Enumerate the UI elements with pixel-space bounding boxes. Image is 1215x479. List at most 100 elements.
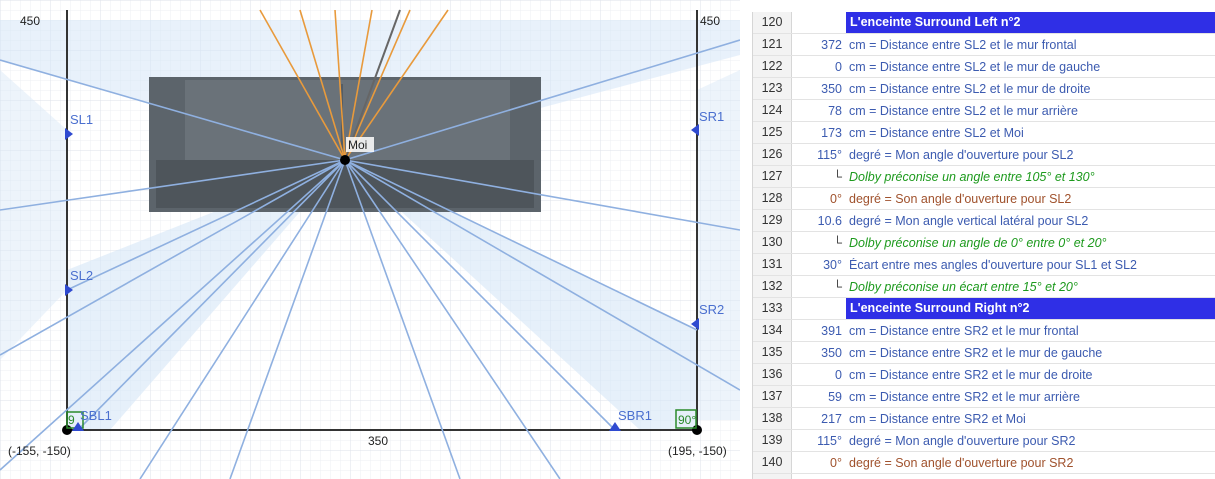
description-cell[interactable]: Dolby préconise un écart entre 15° et 20…: [849, 279, 1078, 294]
sheet-row[interactable]: 126 115° degré = Mon angle d'ouverture pou…: [753, 144, 1215, 166]
description-cell[interactable]: degré = Son angle d'ouverture pour SL2: [849, 191, 1072, 206]
row-number[interactable]: 127: [753, 166, 792, 187]
value-cell[interactable]: 78: [828, 103, 842, 118]
description-cell[interactable]: cm = Distance entre SR2 et le mur fronta…: [849, 323, 1079, 338]
row-number[interactable]: 131: [753, 254, 792, 275]
value-cell[interactable]: 391: [821, 323, 842, 338]
row-number[interactable]: 128: [753, 188, 792, 209]
sheet-row[interactable]: 1418.46degré = Mon angle vertical latéra…: [753, 474, 1215, 479]
row-number[interactable]: 133: [753, 298, 792, 319]
sheet-row[interactable]: 138 217 cm = Distance entre SR2 et Moi: [753, 408, 1215, 430]
value-cell[interactable]: 10.6: [817, 213, 842, 228]
row-number[interactable]: 130: [753, 232, 792, 253]
sheet-row[interactable]: 121 372 cm = Distance entre SL2 et le mur …: [753, 34, 1215, 56]
description-cell[interactable]: cm = Distance entre SL2 et le mur fronta…: [849, 37, 1077, 52]
value-cell[interactable]: 59: [828, 389, 842, 404]
section-title-cell[interactable]: L'enceinte Surround Right n°2: [846, 298, 1215, 319]
value-cell[interactable]: 8.46: [792, 478, 846, 479]
value-cell[interactable]: 115°: [817, 433, 842, 448]
description-cell[interactable]: degré = Mon angle d'ouverture pour SL2: [849, 147, 1074, 162]
description-cell[interactable]: cm = Distance entre SL2 et le mur arrièr…: [849, 103, 1078, 118]
speaker-sbl1-marker[interactable]: [72, 422, 84, 431]
row-number[interactable]: 137: [753, 386, 792, 407]
sheet-row[interactable]: 137 59 cm = Distance entre SR2 et le mur a…: [753, 386, 1215, 408]
description-cell[interactable]: cm = Distance entre SR2 et le mur de gau…: [849, 345, 1103, 360]
row-number[interactable]: 129: [753, 210, 792, 231]
row-number[interactable]: 136: [753, 364, 792, 385]
row-number[interactable]: 123: [753, 78, 792, 99]
angle-left-label: 9: [68, 413, 75, 427]
row-number[interactable]: 125: [753, 122, 792, 143]
value-cell[interactable]: 115°: [817, 147, 842, 162]
description-cell[interactable]: Dolby préconise un angle de 0° entre 0° …: [849, 235, 1107, 250]
geometry-canvas[interactable]: 450 450 350 (-155, -150) (195, -150) Moi…: [0, 0, 740, 479]
value-cell[interactable]: 372: [821, 37, 842, 52]
description-cell[interactable]: cm = Distance entre SR2 et le mur de dro…: [849, 367, 1093, 382]
description-cell[interactable]: degré = Mon angle d'ouverture pour SR2: [849, 433, 1076, 448]
sheet-row[interactable]: 124 78 cm = Distance entre SL2 et le mur a…: [753, 100, 1215, 122]
value-cell[interactable]: 217: [821, 411, 842, 426]
sheet-row[interactable]: 134 391 cm = Distance entre SR2 et le mur …: [753, 320, 1215, 342]
speaker-sr1-marker[interactable]: [691, 124, 699, 136]
row-number[interactable]: 124: [753, 100, 792, 121]
sheet-row[interactable]: 129 10.6 degré = Mon angle vertical latéra…: [753, 210, 1215, 232]
value-cell[interactable]: 350: [821, 81, 842, 96]
sheet-row[interactable]: 140 0° degré = Son angle d'ouverture pour …: [753, 452, 1215, 474]
description-cell[interactable]: cm = Distance entre SL2 et le mur de dro…: [849, 81, 1091, 96]
corner-left-label: (-155, -150): [8, 444, 71, 458]
description-cell[interactable]: degré = Mon angle vertical latéral pour …: [849, 213, 1089, 228]
description-cell[interactable]: Dolby préconise un angle entre 105° et 1…: [849, 169, 1095, 184]
plan-svg: 450 450 350 (-155, -150) (195, -150) Moi…: [0, 0, 740, 479]
speaker-sl1-marker[interactable]: [65, 128, 73, 140]
value-cell[interactable]: 350: [821, 345, 842, 360]
sheet-row[interactable]: 123 350 cm = Distance entre SL2 et le mur …: [753, 78, 1215, 100]
row-number[interactable]: 132: [753, 276, 792, 297]
section-title-cell[interactable]: L'enceinte Surround Left n°2: [846, 12, 1215, 33]
sheet-row[interactable]: 127 └ Dolby préconise un angle entre 105° …: [753, 166, 1215, 188]
description-cell[interactable]: cm = Distance entre SL2 et le mur de gau…: [849, 59, 1101, 74]
speaker-sl1-label: SL1: [70, 112, 93, 127]
sheet-row[interactable]: 131 30° Écart entre mes angles d'ouverture…: [753, 254, 1215, 276]
speaker-sl2-marker[interactable]: [65, 284, 73, 296]
description-cell[interactable]: cm = Distance entre SR2 et Moi: [849, 411, 1026, 426]
value-cell[interactable]: 173: [821, 125, 842, 140]
spreadsheet[interactable]: 120 L'enceinte Surround Left n°2 121 372 cm …: [752, 12, 1215, 479]
sheet-row[interactable]: 122 0 cm = Distance entre SL2 et le mur de…: [753, 56, 1215, 78]
row-number[interactable]: 120: [753, 12, 792, 33]
description-cell[interactable]: degré = Mon angle vertical latéral pour …: [846, 478, 1215, 479]
sheet-row[interactable]: 128 0° degré = Son angle d'ouverture pour …: [753, 188, 1215, 210]
value-cell[interactable]: 0: [835, 59, 842, 74]
sheet-header-row[interactable]: 120 L'enceinte Surround Left n°2: [753, 12, 1215, 34]
description-cell[interactable]: degré = Son angle d'ouverture pour SR2: [849, 455, 1074, 470]
row-number[interactable]: 140: [753, 452, 792, 473]
description-cell[interactable]: Écart entre mes angles d'ouverture pour …: [849, 257, 1137, 272]
row-number[interactable]: 121: [753, 34, 792, 55]
value-cell[interactable]: 0: [835, 367, 842, 382]
sheet-row[interactable]: 132 └ Dolby préconise un écart entre 15° e…: [753, 276, 1215, 298]
description-cell[interactable]: cm = Distance entre SR2 et le mur arrièr…: [849, 389, 1080, 404]
listener-point[interactable]: [340, 155, 350, 165]
sheet-row[interactable]: 130 └ Dolby préconise un angle de 0° entre…: [753, 232, 1215, 254]
row-number[interactable]: 141: [753, 474, 792, 479]
value-cell[interactable]: └: [833, 169, 842, 184]
sheet-row[interactable]: 136 0 cm = Distance entre SR2 et le mur de…: [753, 364, 1215, 386]
value-cell[interactable]: 0°: [830, 455, 842, 470]
speaker-sr2-marker[interactable]: [691, 318, 699, 330]
row-number[interactable]: 126: [753, 144, 792, 165]
sheet-row[interactable]: 125 173 cm = Distance entre SL2 et Moi: [753, 122, 1215, 144]
row-number[interactable]: 138: [753, 408, 792, 429]
value-cell[interactable]: └: [833, 235, 842, 250]
sheet-row[interactable]: 139 115° degré = Mon angle d'ouverture pou…: [753, 430, 1215, 452]
description-cell[interactable]: cm = Distance entre SL2 et Moi: [849, 125, 1024, 140]
sheet-header-row[interactable]: 133 L'enceinte Surround Right n°2: [753, 298, 1215, 320]
row-number[interactable]: 139: [753, 430, 792, 451]
value-cell[interactable]: 0°: [830, 191, 842, 206]
row-number[interactable]: 135: [753, 342, 792, 363]
sheet-row[interactable]: 135 350 cm = Distance entre SR2 et le mur …: [753, 342, 1215, 364]
speaker-sbr1-marker[interactable]: [609, 422, 621, 431]
value-cell[interactable]: └: [833, 279, 842, 294]
value-cell[interactable]: 30°: [823, 257, 842, 272]
row-number[interactable]: 134: [753, 320, 792, 341]
speaker-sl2-label: SL2: [70, 268, 93, 283]
row-number[interactable]: 122: [753, 56, 792, 77]
